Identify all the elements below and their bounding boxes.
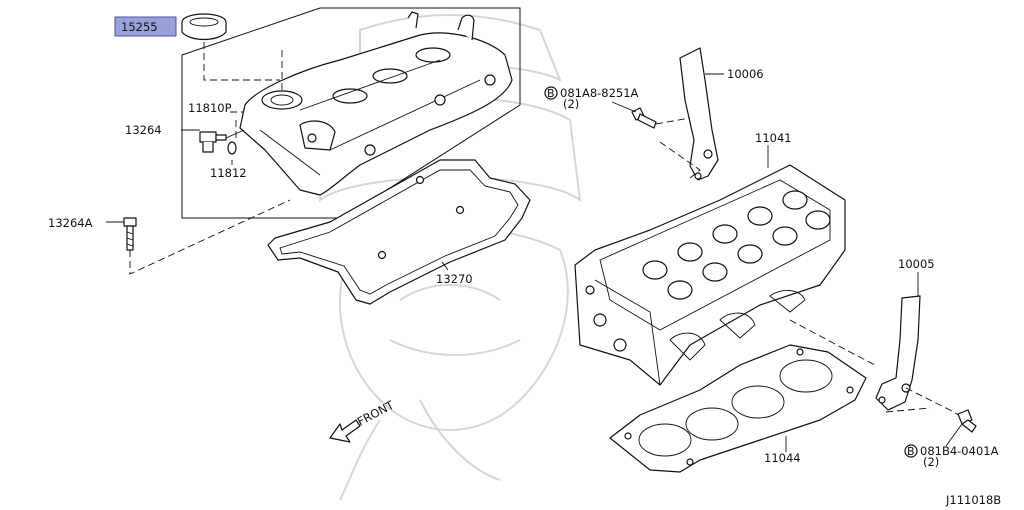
bracket-front[interactable] xyxy=(875,295,921,411)
label-11041: 11041 xyxy=(755,131,792,145)
label-081B4-group: B 081B4-0401A (2) xyxy=(904,444,999,469)
label-15255: 15255 xyxy=(121,20,158,34)
label-11812: 11812 xyxy=(210,166,247,180)
valve-cover-frame xyxy=(181,7,521,219)
pcv-valve[interactable] xyxy=(199,131,227,153)
label-13264A: 13264A xyxy=(48,216,93,230)
label-10005: 10005 xyxy=(898,257,935,271)
part-label-highlight xyxy=(114,16,177,37)
label-11810P: 11810P xyxy=(188,101,232,115)
label-081A8: 081A8-8251A xyxy=(560,86,639,100)
valve-cover-group xyxy=(114,7,521,219)
valve-cover-bolt[interactable] xyxy=(123,217,137,251)
head-side-ports xyxy=(585,285,806,361)
label-081A8-group: B 081A8-8251A (2) xyxy=(544,86,639,111)
bolt-guide-line xyxy=(129,199,291,275)
front-arrow-icon xyxy=(329,419,361,443)
cylinder-head[interactable] xyxy=(574,164,846,386)
label-13270: 13270 xyxy=(436,272,473,286)
head-gasket[interactable] xyxy=(609,344,867,473)
bracket-rear[interactable] xyxy=(679,47,719,181)
label-081B4: 081B4-0401A xyxy=(920,444,999,458)
valve-cover-gasket[interactable] xyxy=(267,159,531,305)
label-081B4-qty: (2) xyxy=(923,455,939,469)
label-11044: 11044 xyxy=(764,451,801,465)
label-10006: 10006 xyxy=(727,67,764,81)
valve-cover[interactable] xyxy=(239,11,513,196)
label-13264: 13264 xyxy=(125,123,162,137)
label-081A8-qty: (2) xyxy=(563,97,579,111)
oil-filler-cap[interactable] xyxy=(181,13,227,41)
bracket-bolt-lower[interactable] xyxy=(957,409,977,433)
bracket-bolt-upper[interactable] xyxy=(631,107,657,129)
front-label: FRONT xyxy=(355,397,397,428)
bolt-mark-081B4: B xyxy=(907,445,915,458)
bolt-mark-081A8: B xyxy=(547,87,555,100)
pcv-grommet[interactable] xyxy=(227,141,237,155)
diagram-code: J111018B xyxy=(945,493,1001,507)
camshaft-journals xyxy=(642,190,831,300)
